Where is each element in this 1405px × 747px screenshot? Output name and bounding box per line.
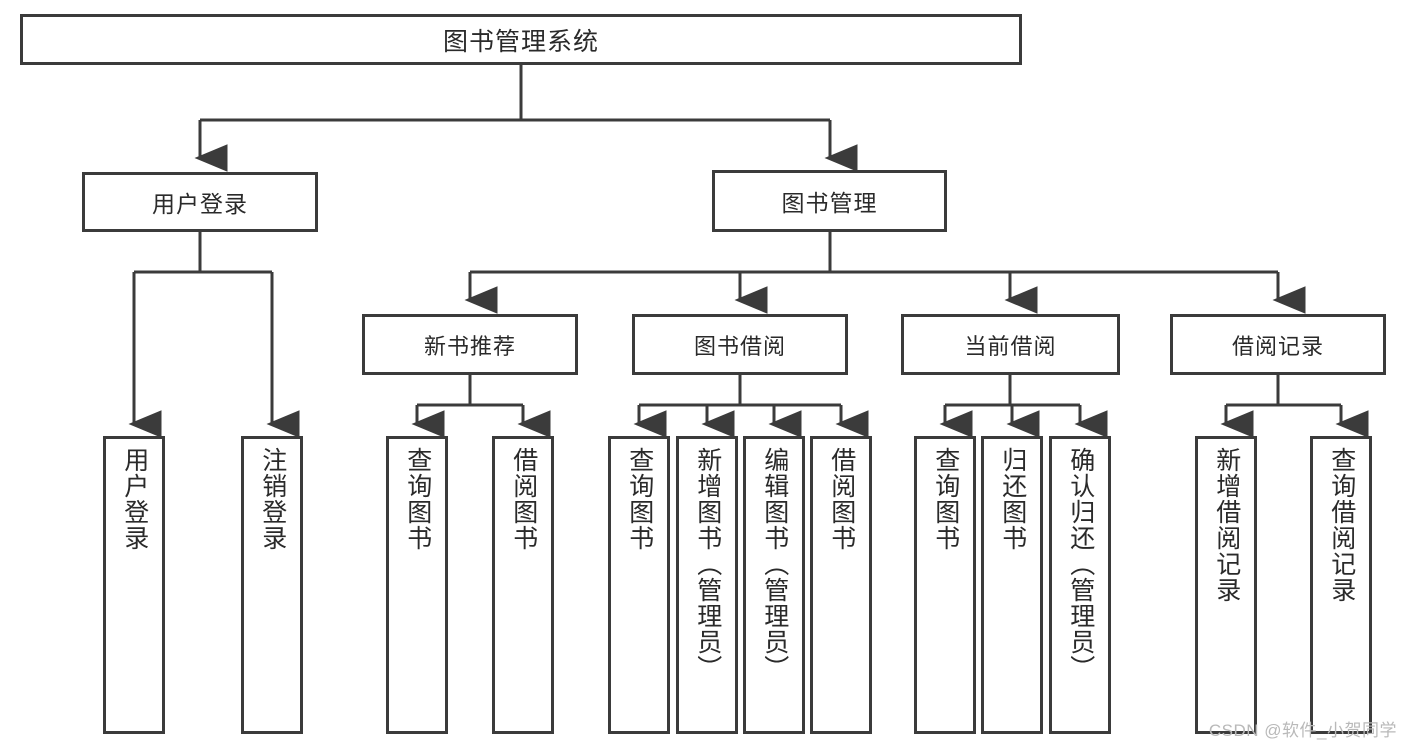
leaf-borrow-edit-book-admin[interactable]: 编辑图书（管理员） [743, 436, 805, 734]
leaf-label: 查询图书 [931, 447, 960, 551]
node-root-book-management-system[interactable]: 图书管理系统 [20, 14, 1022, 65]
leaf-borrow-add-book-admin[interactable]: 新增图书（管理员） [676, 436, 738, 734]
leaf-current-confirm-return-admin[interactable]: 确认归还（管理员） [1049, 436, 1111, 734]
leaf-record-query-borrow-record[interactable]: 查询借阅记录 [1310, 436, 1372, 734]
leaf-label: 编辑图书（管理员） [760, 447, 789, 681]
node-user-login[interactable]: 用户登录 [82, 172, 318, 232]
node-new-book-recommend[interactable]: 新书推荐 [362, 314, 578, 375]
leaf-label: 新增借阅记录 [1212, 447, 1241, 603]
leaf-label: 借阅图书 [509, 447, 538, 551]
leaf-user-login-logout[interactable]: 注销登录 [241, 436, 303, 734]
csdn-watermark: CSDN @软件_小贺同学 [1208, 721, 1397, 740]
node-root-label: 图书管理系统 [442, 27, 599, 56]
node-book-borrow-label: 图书借阅 [693, 333, 786, 359]
leaf-label: 归还图书 [998, 447, 1027, 551]
node-book-borrow[interactable]: 图书借阅 [632, 314, 848, 375]
leaf-new-book-query-book[interactable]: 查询图书 [386, 436, 448, 734]
leaf-record-add-borrow-record[interactable]: 新增借阅记录 [1195, 436, 1257, 734]
node-borrow-record-label: 借阅记录 [1231, 333, 1324, 359]
node-book-management-label: 图书管理 [781, 190, 878, 216]
leaf-current-query-book[interactable]: 查询图书 [914, 436, 976, 734]
leaf-current-return-book[interactable]: 归还图书 [981, 436, 1043, 734]
node-book-management[interactable]: 图书管理 [712, 170, 947, 232]
leaf-label: 注销登录 [258, 447, 287, 551]
leaf-label: 借阅图书 [827, 447, 856, 551]
leaf-label: 确认归还（管理员） [1066, 447, 1095, 681]
node-current-borrow-label: 当前借阅 [964, 333, 1057, 359]
leaf-user-login-login[interactable]: 用户登录 [103, 436, 165, 734]
leaf-new-book-borrow-book[interactable]: 借阅图书 [492, 436, 554, 734]
leaf-label: 查询图书 [403, 447, 432, 551]
leaf-label: 用户登录 [120, 447, 149, 551]
node-borrow-record[interactable]: 借阅记录 [1170, 314, 1386, 375]
node-current-borrow[interactable]: 当前借阅 [901, 314, 1120, 375]
leaf-label: 查询借阅记录 [1327, 447, 1356, 603]
leaf-label: 新增图书（管理员） [693, 447, 722, 681]
node-user-login-label: 用户登录 [152, 191, 248, 217]
leaf-borrow-query-book[interactable]: 查询图书 [608, 436, 670, 734]
leaf-label: 查询图书 [625, 447, 654, 551]
leaf-borrow-borrow-book[interactable]: 借阅图书 [810, 436, 872, 734]
node-new-book-recommend-label: 新书推荐 [423, 333, 516, 359]
